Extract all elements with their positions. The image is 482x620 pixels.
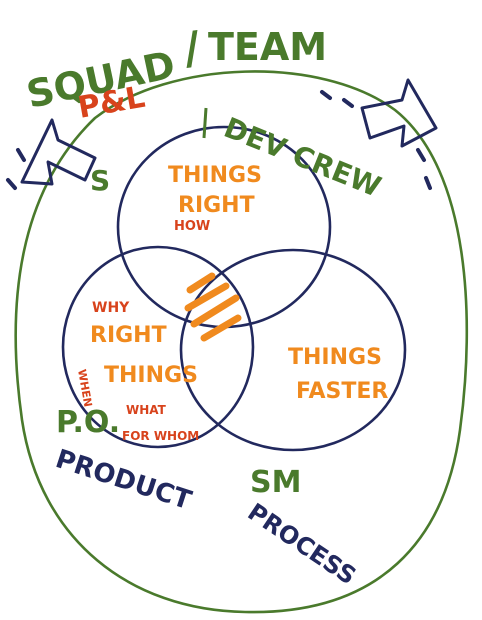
right-arrow-dashes [320,90,432,190]
right-things: THINGS [288,345,382,370]
left-arrow-dashes [6,148,26,190]
left-for-whom: FOR WHOM [122,429,199,443]
outer-team-ellipse [14,70,469,614]
po-label: P.O. [56,405,120,440]
left-things: THINGS [104,363,198,388]
team-label: TEAM [208,25,327,69]
top-how: HOW [174,219,210,234]
product-label: PRODUCT [52,444,195,516]
top-right: RIGHT [178,193,255,218]
process-label: PROCESS [243,498,361,591]
dev-crew-label: DEV CREW [219,111,385,204]
left-what: WHAT [126,403,167,417]
right-faster: FASTER [296,379,388,404]
right-circle [179,248,407,452]
left-why: WHY [92,300,130,316]
left-circle [61,245,255,449]
sm-label: SM [250,465,301,500]
top-things: THINGS [168,163,262,188]
right-arrow-icon [360,78,438,148]
squad-team-slash: / [180,22,204,75]
s-letter: S [90,164,110,197]
dev-crew-divider [202,107,208,139]
center-hatch [184,272,242,342]
left-right: RIGHT [90,323,167,348]
left-arrow-icon [20,118,97,186]
